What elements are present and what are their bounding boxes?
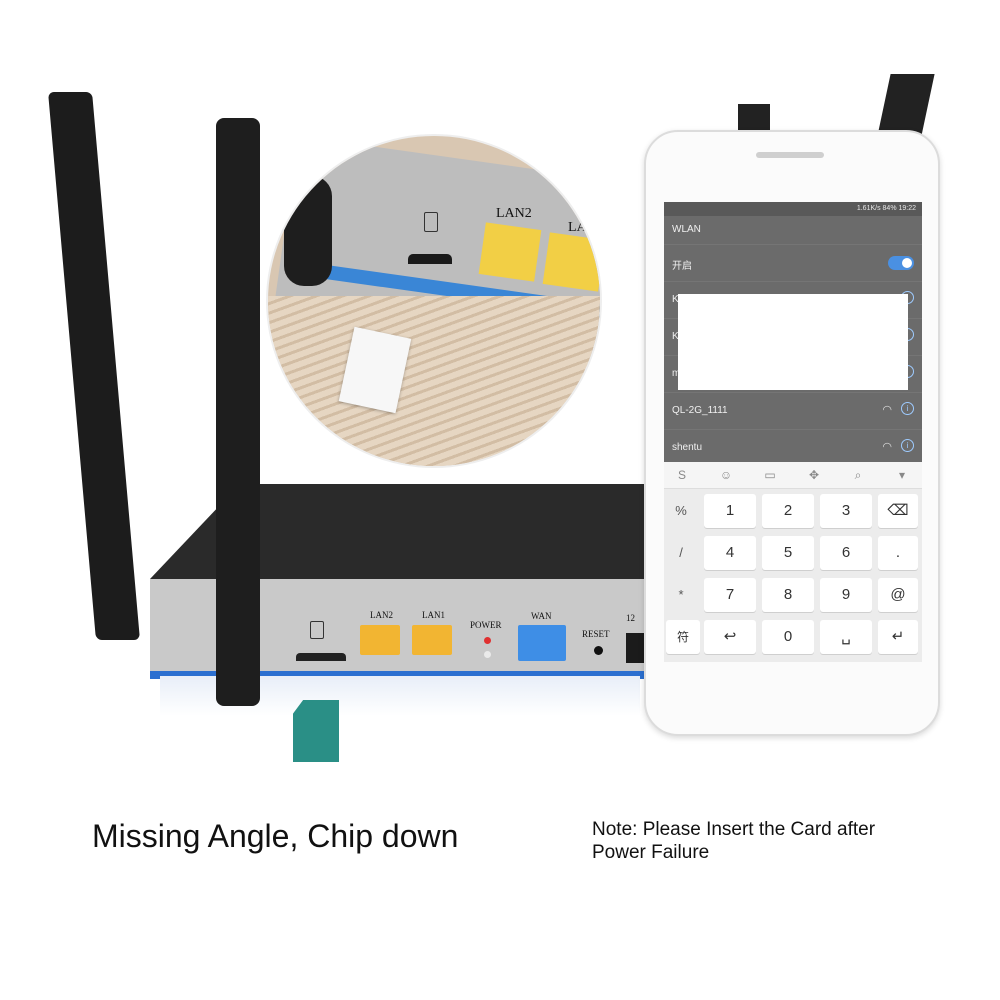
- network-name: K: [672, 331, 679, 342]
- space-key[interactable]: ␣: [820, 620, 872, 654]
- keyboard-toolbar: S ☺ ▭ ✥ ⌕ ▾: [664, 462, 922, 489]
- key-9[interactable]: 9: [820, 578, 872, 612]
- zoom-antenna-base: [284, 176, 332, 286]
- reset-button: [594, 646, 603, 655]
- sim-slot-icon: [310, 621, 324, 639]
- numeric-keyboard: S ☺ ▭ ✥ ⌕ ▾ % 1 2 3 ⌫ / 4 5 6 . * 7 8 9 …: [664, 462, 922, 662]
- key-1[interactable]: 1: [704, 494, 756, 528]
- lan1-port: [412, 625, 452, 655]
- wlan-toggle-row[interactable]: 开启: [664, 245, 922, 282]
- collapse-icon[interactable]: ▾: [898, 468, 906, 482]
- antenna-back-right: [877, 74, 935, 136]
- move-icon[interactable]: ✥: [808, 468, 820, 482]
- port-label-lan1: LAN1: [422, 610, 445, 620]
- power-jack: [626, 633, 648, 663]
- port-label-reset: RESET: [582, 629, 610, 639]
- backspace-key[interactable]: ⌫: [878, 494, 918, 528]
- search-icon[interactable]: ⌕: [854, 468, 862, 482]
- key-slash[interactable]: /: [679, 545, 683, 560]
- caption-main: Missing Angle, Chip down: [92, 818, 459, 854]
- caption-note: Note: Please Insert the Card after Power…: [592, 819, 876, 863]
- zoom-sim-slot: [408, 254, 452, 264]
- password-dialog[interactable]: [678, 294, 908, 390]
- key-2[interactable]: 2: [762, 494, 814, 528]
- network-name: QL-2G_1111: [672, 405, 728, 416]
- port-label-power: POWER: [470, 620, 502, 630]
- zoom-lan1-port: [542, 232, 600, 292]
- port-label-lan2: LAN2: [370, 610, 393, 620]
- lan2-port: [360, 625, 400, 655]
- network-name: shentu: [672, 442, 703, 453]
- wlan-title: WLAN: [672, 224, 701, 235]
- zoom-wood-surface: [268, 296, 600, 466]
- port-label-wan: WAN: [531, 611, 552, 621]
- antenna-left: [48, 92, 140, 640]
- wlan-toggle[interactable]: [888, 256, 914, 270]
- status-led: [484, 651, 491, 658]
- wifi-signal-icon: ◠: [882, 404, 892, 416]
- key-percent[interactable]: %: [675, 503, 687, 518]
- power-led: [484, 637, 491, 644]
- emoji-icon[interactable]: ☺: [719, 468, 733, 482]
- toggle-knob: [902, 258, 912, 268]
- info-icon[interactable]: i: [901, 402, 914, 415]
- key-5[interactable]: 5: [762, 536, 814, 570]
- network-name: m: [672, 368, 681, 379]
- zoom-label-lan1: LA: [568, 220, 587, 235]
- return-key[interactable]: ↩: [704, 620, 756, 654]
- key-3[interactable]: 3: [820, 494, 872, 528]
- smartphone: 1.61K/s 84% 19:22 WLAN 开启 KPR-1 ◠ i K i …: [644, 130, 940, 736]
- wifi-signal-icon: ◠: [882, 441, 892, 453]
- sogou-icon[interactable]: S: [677, 468, 686, 482]
- info-icon[interactable]: i: [901, 439, 914, 452]
- port-label-12v: 12: [626, 613, 635, 623]
- key-7[interactable]: 7: [704, 578, 756, 612]
- dot-key[interactable]: .: [878, 536, 918, 570]
- phone-speaker: [756, 152, 824, 158]
- wan-port: [518, 625, 566, 661]
- zoom-sim-icon: [424, 212, 438, 232]
- wlan-header: WLAN: [664, 216, 922, 245]
- key-0[interactable]: 0: [762, 620, 814, 654]
- zoom-lan2-port: [478, 222, 542, 282]
- status-right: 1.61K/s 84% 19:22: [856, 205, 916, 212]
- enter-key[interactable]: ↵: [878, 620, 918, 654]
- key-asterisk[interactable]: *: [678, 587, 684, 602]
- sim-slot: [296, 653, 346, 661]
- key-6[interactable]: 6: [820, 536, 872, 570]
- key-4[interactable]: 4: [704, 536, 756, 570]
- at-key[interactable]: @: [878, 578, 918, 612]
- sim-card: [293, 700, 339, 762]
- antenna-center: [216, 118, 260, 706]
- zoom-label-lan2: LAN2: [496, 206, 532, 221]
- symbols-key[interactable]: 符: [666, 620, 700, 654]
- network-row[interactable]: QL-2G_1111 ◠ i: [664, 393, 922, 430]
- status-bar: 1.61K/s 84% 19:22: [664, 202, 922, 216]
- wlan-toggle-label: 开启: [672, 261, 692, 272]
- zoom-inset: LAN2 LA: [268, 136, 600, 466]
- key-8[interactable]: 8: [762, 578, 814, 612]
- keyboard-icon[interactable]: ▭: [764, 468, 776, 482]
